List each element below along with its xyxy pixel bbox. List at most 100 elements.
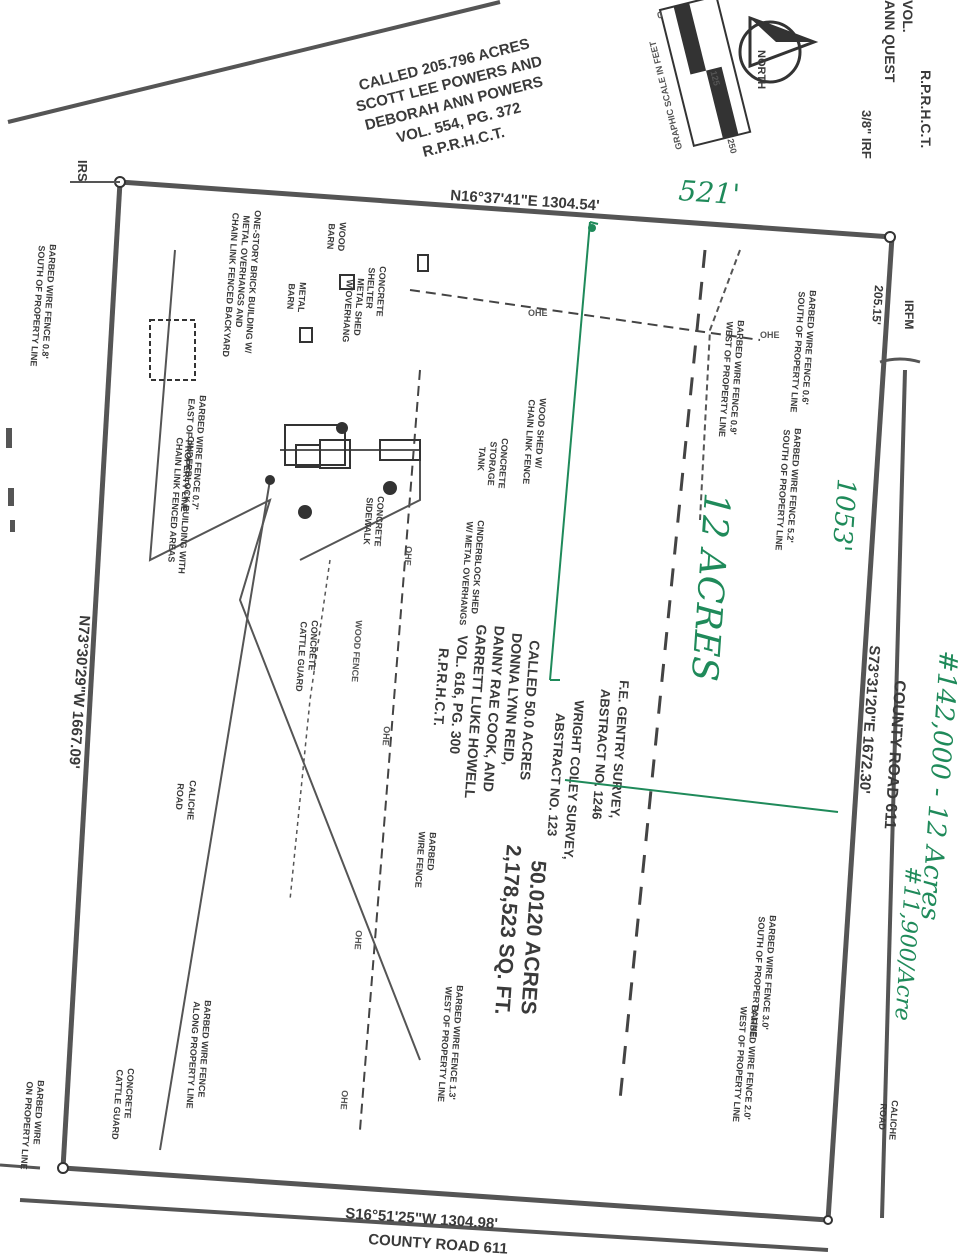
- graphic-scale: 0 125 250 GRAPHIC SCALE IN FEET: [647, 0, 752, 155]
- svg-text:ROAD: ROAD: [174, 783, 186, 811]
- svg-text:BARN: BARN: [325, 223, 337, 250]
- label-wood-fence: WOOD FENCE: [350, 620, 364, 683]
- road-edge-east-curve: [879, 357, 921, 364]
- note-fence-0-8: BARBED WIRE FENCE 0.8' SOUTH OF PROPERTY…: [28, 244, 58, 367]
- svg-text:CONCRETE: CONCRETE: [306, 620, 319, 671]
- fence-line-2: [159, 479, 271, 1151]
- svg-text:ROAD: ROAD: [877, 1103, 889, 1131]
- svg-text:R.P.R.H.C.T.: R.P.R.H.C.T.: [431, 647, 452, 726]
- handwritten-annotations: [549, 221, 839, 813]
- monument-e: IRFM: [902, 300, 916, 329]
- label-cattle-guard-1: CONCRETE CATTLE GUARD: [294, 620, 320, 693]
- ohe-label-4: OHE: [381, 726, 392, 746]
- ohe-label-5: OHE: [353, 930, 364, 950]
- svg-text:CHAIN LINK FENCE: CHAIN LINK FENCE: [521, 399, 537, 484]
- label-metal-shed: METAL SHED W/OVERHANG: [340, 278, 366, 343]
- road-east: COUNTY ROAD 611: [881, 680, 908, 830]
- adjoiner-corner-text: ANN QUEST VOL. R.P.R.H.C.T.: [882, 0, 934, 148]
- label-cinder-shed: CINDERBLOCK SHED W/ METAL OVERHANGS: [458, 520, 486, 626]
- hand-north-dim: 521': [678, 174, 741, 211]
- note-fence-0-7: BARBED WIRE FENCE 0.7' EAST OF PROPERTY …: [179, 395, 208, 513]
- fence-line-1: [148, 249, 421, 1061]
- label-concrete-shelter: CONCRETE SHELTER: [364, 266, 388, 317]
- svg-text:SHELTER: SHELTER: [364, 267, 377, 309]
- note-fence-2-0: BARBED WIRE FENCE 2.0' WEST OF PROPERTY …: [731, 1005, 760, 1123]
- svg-text:CALICHE: CALICHE: [887, 1100, 900, 1141]
- note-fence-bottom-left: BARBED WIRE ON PROPERTY LINE: [19, 1080, 46, 1170]
- adjoiner-corner-1: ANN QUEST: [882, 0, 898, 83]
- adjoiner-north-text: CALLED 205.796 ACRES SCOTT LEE POWERS AN…: [354, 35, 544, 160]
- svg-text:CATTLE GUARD: CATTLE GUARD: [294, 621, 309, 692]
- caliche-road-label-2: CALICHE ROAD: [877, 1100, 900, 1141]
- corner-monument-sw: [57, 1162, 69, 1174]
- svg-text:CONCRETE: CONCRETE: [374, 266, 387, 317]
- svg-text:BARN: BARN: [285, 283, 297, 310]
- svg-text:SIDEWALK: SIDEWALK: [362, 497, 375, 546]
- fence-line-4: [699, 249, 741, 521]
- label-house: ONE-STORY BRICK BUILDING W/ METAL OVERHA…: [221, 210, 263, 358]
- svg-text:W/OVERHANG: W/OVERHANG: [340, 279, 354, 343]
- caliche-road-label: CALICHE ROAD: [174, 780, 198, 821]
- road-edge-south-2: [0, 1163, 41, 1170]
- svg-text:STORAGE: STORAGE: [486, 441, 499, 486]
- label-cattle-guard-2: CONCRETE CATTLE GUARD: [110, 1068, 136, 1141]
- hand-area: 12 ACRES: [683, 491, 737, 682]
- note-fence-0-6: BARBED WIRE FENCE 0.6' SOUTH OF PROPERTY…: [788, 290, 818, 413]
- subject-tract-area: 50.0120 ACRES 2,178,523 SQ. FT.: [490, 844, 550, 1016]
- subject-tract-called: CALLED 50.0 ACRES DONNA LYNN REID, DANNY…: [431, 624, 543, 799]
- north-arrow-icon: NORTH: [738, 15, 819, 89]
- scale-tick-125: 125: [708, 70, 721, 87]
- adjoiner-line: [7, 0, 501, 124]
- adjoiner-corner-3: R.P.R.H.C.T.: [918, 70, 934, 148]
- survey-wright-coley: WRIGHT COLEY SURVEY, ABSTRACT NO. 123: [544, 700, 587, 861]
- call-east-offset: 205.15': [869, 285, 886, 326]
- adjoiner-corner-2: VOL.: [900, 0, 916, 33]
- corner-monument-se: [823, 1215, 833, 1225]
- scale-tick-250: 250: [725, 138, 738, 155]
- label-wood-shed: WOOD SHED W/ CHAIN LINK FENCE: [521, 398, 548, 485]
- building-cluster: [149, 254, 429, 519]
- svg-text:CATTLE GUARD: CATTLE GUARD: [110, 1069, 125, 1140]
- note-fence-1-3: BARBED WIRE FENCE 1.3' WEST OF PROPERTY …: [436, 985, 465, 1103]
- call-south: S16°51'25"W 1304.98': [345, 1205, 499, 1233]
- monument-ne: 3/8" IRF: [859, 110, 874, 159]
- svg-text:METAL: METAL: [296, 282, 308, 313]
- label-barbed-wire-fence: BARBED WIRE FENCE: [413, 831, 438, 888]
- label-storage-tank: CONCRETE STORAGE TANK: [476, 438, 510, 489]
- svg-text:BARBED: BARBED: [425, 832, 438, 872]
- north-label: NORTH: [755, 50, 767, 89]
- ohe-line: [409, 289, 761, 341]
- note-fence-5-2: BARBED WIRE FENCE 5.2' SOUTH OF PROPERTY…: [773, 428, 803, 551]
- scale-tick-0: 0: [656, 10, 663, 21]
- hand-per-acre: #11,900/Acre: [889, 866, 925, 1022]
- boundary: [60, 179, 895, 1223]
- svg-text:ON PROPERTY LINE: ON PROPERTY LINE: [19, 1081, 35, 1170]
- survey-line-dashed: [618, 249, 707, 1101]
- svg-text:WIRE FENCE: WIRE FENCE: [413, 831, 427, 888]
- svg-text:BARBED WIRE: BARBED WIRE: [32, 1080, 46, 1145]
- monument-nw: IRS: [75, 160, 90, 182]
- ohe-label-3: OHE: [403, 546, 414, 566]
- hand-east-dim: 1053': [826, 478, 861, 553]
- svg-text:CONCRETE: CONCRETE: [372, 496, 385, 547]
- svg-text:WOOD SHED W/: WOOD SHED W/: [533, 398, 548, 469]
- svg-text:CONCRETE: CONCRETE: [122, 1068, 135, 1119]
- fence-line-5: [289, 559, 331, 901]
- svg-text:METAL SHED: METAL SHED: [352, 278, 366, 337]
- road-edge-south: [19, 1198, 829, 1252]
- margin-marks: [6, 428, 15, 532]
- label-concrete-sidewalk: CONCRETE SIDEWALK: [362, 496, 386, 547]
- ohe-label-6: OHE: [339, 1090, 350, 1110]
- road-edge-east: [880, 369, 907, 1219]
- svg-text:CALICHE: CALICHE: [185, 780, 198, 821]
- survey-fe-gentry: F.E. GENTRY SURVEY, ABSTRACT NO. 1246: [589, 680, 632, 820]
- note-fence-along: BARBED WIRE FENCE ALONG PROPERTY LINE: [184, 1000, 213, 1109]
- corner-monument-ne: [884, 231, 896, 243]
- svg-text:CONCRETE: CONCRETE: [496, 438, 509, 489]
- ohe-label-1: OHE: [528, 308, 548, 318]
- note-fence-0-9: BARBED WIRE FENCE 0.9' WEST OF PROPERTY …: [717, 320, 746, 438]
- scale-caption: GRAPHIC SCALE IN FEET: [647, 40, 684, 151]
- road-south: COUNTY ROAD 611: [368, 1231, 509, 1258]
- svg-text:WOOD: WOOD: [336, 222, 348, 252]
